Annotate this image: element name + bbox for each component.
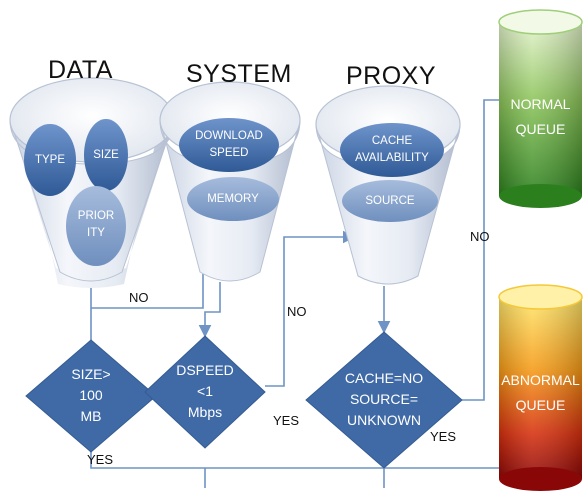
edge-label-size-no: NO [129, 290, 149, 305]
attr-size-label: SIZE [93, 149, 119, 161]
edge-label-size-yes: YES [87, 452, 114, 467]
edge-label-cache-no: NO [470, 229, 490, 244]
connector-dspeed-no [265, 230, 356, 387]
attr-memory-ellipse [187, 177, 279, 221]
abnormal-queue-cylinder [498, 284, 583, 491]
decision-size-diamond [25, 339, 157, 453]
attr-priority-label: PRIOR ITY [77, 210, 115, 239]
edge-label-cache-yes: YES [430, 429, 457, 444]
decision-size-label: SIZE> 100 MB [71, 366, 111, 424]
connector-system-to-dspeed [198, 282, 221, 338]
attr-type-ellipse [24, 124, 76, 196]
proxy-title: PROXY [346, 62, 437, 90]
attr-cache-availability-label: CACHE AVAILABILITY [355, 135, 429, 164]
attr-cache-availability-ellipse [340, 123, 444, 177]
system-title: SYSTEM [186, 60, 292, 88]
attr-download-speed-ellipse [179, 118, 279, 172]
decision-dspeed-label: DSPEED <1 Mbps [176, 362, 234, 420]
edge-label-dspeed-yes: YES [273, 413, 300, 428]
connector-size-no [91, 274, 204, 309]
attr-source-ellipse [342, 180, 438, 222]
attr-priority-ellipse [66, 186, 126, 266]
normal-queue-label: NORMAL QUEUE [510, 96, 571, 137]
decision-cache-diamond [305, 331, 463, 469]
abnormal-queue-label: ABNORMAL QUEUE [501, 372, 580, 413]
edge-label-dspeed-no: NO [287, 304, 307, 319]
decision-cache-label: CACHE=NO SOURCE= UNKNOWN [344, 370, 424, 428]
attr-download-speed-label: DOWNLOAD SPEED [195, 130, 263, 159]
data-title: DATA [48, 56, 113, 84]
attr-source-label: SOURCE [365, 195, 415, 207]
attr-type-label: TYPE [34, 154, 66, 166]
attr-memory-label: MEMORY [207, 193, 259, 205]
decision-dspeed-diamond [144, 335, 266, 449]
attr-size-ellipse [84, 119, 128, 191]
normal-queue-cylinder [498, 9, 583, 208]
